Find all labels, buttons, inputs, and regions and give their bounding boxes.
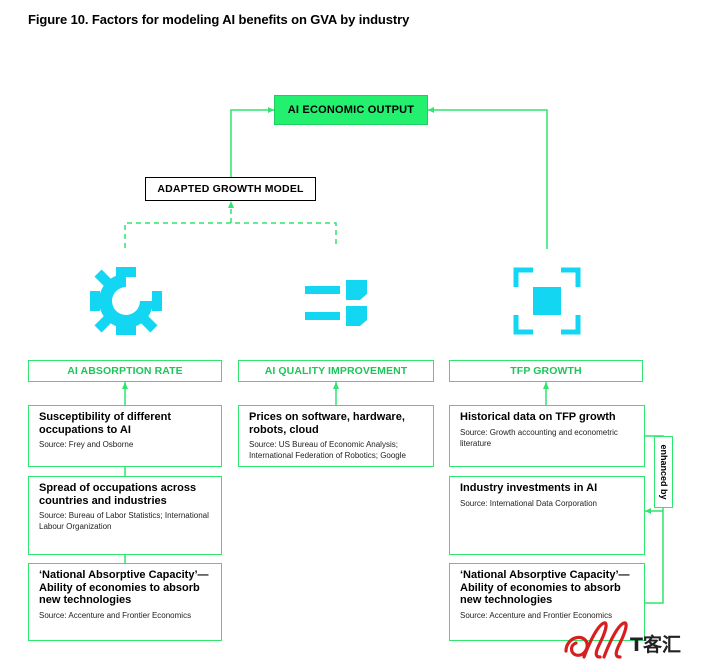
tfp-to-output-line <box>428 109 548 249</box>
card-national-absorptive-capacity: ‘National Absorptive Capacity’—Ability o… <box>28 563 222 641</box>
card-source: Source: Frey and Osborne <box>39 440 134 449</box>
figure-title: Figure 10. Factors for modeling AI benef… <box>28 12 410 27</box>
card-source: Source: Growth accounting and econometri… <box>460 427 618 448</box>
card-heading: Prices on software, hardware, robots, cl… <box>249 411 405 436</box>
model-to-output-arrow <box>268 107 274 113</box>
enhanced-bracket-bottom <box>645 500 664 604</box>
enhanced-by-label: enhanced by <box>658 444 669 500</box>
dashed-merge-line <box>124 222 337 248</box>
card-source: Source: Accenture and Frontier Economics <box>39 610 192 620</box>
card-spread-of-occupations: Spread of occupations across countries a… <box>28 476 222 555</box>
enhanced-arrow <box>645 508 651 514</box>
card-source: Source: US Bureau of Economic Analysis; … <box>249 440 406 460</box>
tfp-to-output-arrow <box>428 107 434 113</box>
card-heading: Industry investments in AI <box>460 482 598 494</box>
ai-economic-output-box: AI ECONOMIC OUTPUT <box>274 95 428 125</box>
header-tfp-growth: TFP GROWTH <box>449 360 643 382</box>
header-label: AI ABSORPTION RATE <box>67 365 183 377</box>
model-to-output-line <box>230 109 274 177</box>
card-source: Source: Bureau of Labor Statistics; Inte… <box>39 511 209 531</box>
card-source: Source: International Data Corporation <box>460 498 597 508</box>
adapted-growth-model-box: ADAPTED GROWTH MODEL <box>145 177 316 201</box>
quality-bars-icon <box>305 280 367 326</box>
header-label: TFP GROWTH <box>510 365 582 377</box>
card-heading: Historical data on TFP growth <box>460 411 616 423</box>
watermark-text: T客汇 <box>630 633 681 656</box>
card-industry-investments: Industry investments in AI Source: Inter… <box>449 476 645 555</box>
header-ai-quality-improvement: AI QUALITY IMPROVEMENT <box>238 360 434 382</box>
card-heading: Susceptibility of different occupations … <box>39 411 172 436</box>
card-susceptibility: Susceptibility of different occupations … <box>28 405 222 467</box>
card-heading: ‘National Absorptive Capacity’—Ability o… <box>39 569 209 606</box>
enhanced-by-label-box: enhanced by <box>654 436 673 508</box>
output-label: AI ECONOMIC OUTPUT <box>287 104 415 116</box>
card-heading: Spread of occupations across countries a… <box>39 482 197 507</box>
card-historical-tfp: Historical data on TFP growth Source: Gr… <box>449 405 645 467</box>
dashed-up-arrow <box>228 201 234 208</box>
gear-icon <box>90 267 162 335</box>
header-label: AI QUALITY IMPROVEMENT <box>264 365 408 377</box>
card-prices: Prices on software, hardware, robots, cl… <box>238 405 434 467</box>
watermark-logo: T客汇 <box>564 621 681 659</box>
card-national-absorptive-capacity-tfp: ‘National Absorptive Capacity’—Ability o… <box>449 563 645 641</box>
model-label: ADAPTED GROWTH MODEL <box>157 183 304 195</box>
card-heading: ‘National Absorptive Capacity’—Ability o… <box>460 569 630 606</box>
focus-square-icon <box>513 267 581 335</box>
card-source: Source: Accenture and Frontier Economics <box>460 610 613 620</box>
header-ai-absorption-rate: AI ABSORPTION RATE <box>28 360 222 382</box>
